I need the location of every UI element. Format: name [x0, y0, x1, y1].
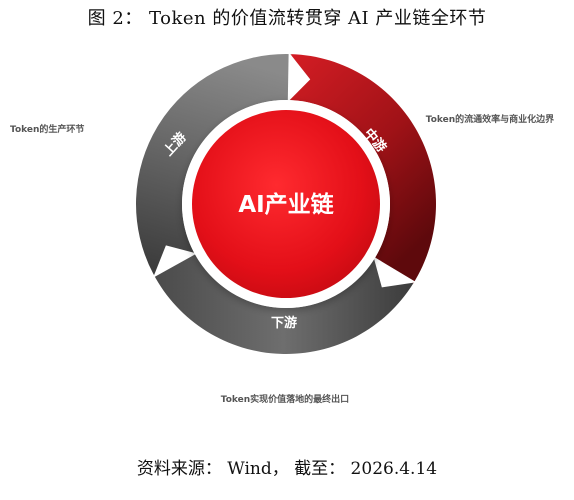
center-circle — [192, 110, 380, 298]
arrow-mid-to-down-icon — [373, 256, 417, 288]
source-note: 资料来源： Wind， 截至： 2026.4.14 — [136, 459, 438, 479]
downstream-segment — [153, 252, 414, 354]
arrow-down-to-up-icon — [153, 245, 197, 278]
midstream-segment — [289, 54, 436, 284]
upstream-segment — [135, 54, 292, 275]
figure-title: 图 2： Token 的价值流转贯穿 AI 产业链全环节 — [87, 8, 487, 29]
caption-upstream: Token的生产环节 — [10, 125, 85, 135]
center-label: AI产业链 — [238, 191, 333, 218]
downstream-label: 下游 — [271, 315, 297, 331]
cycle-ring — [135, 52, 436, 354]
caption-midstream: Token的流通效率与商业化边界 — [425, 115, 555, 125]
arrow-up-to-mid-icon — [287, 52, 311, 103]
caption-downstream: Token实现价值落地的最终出口 — [220, 395, 350, 405]
